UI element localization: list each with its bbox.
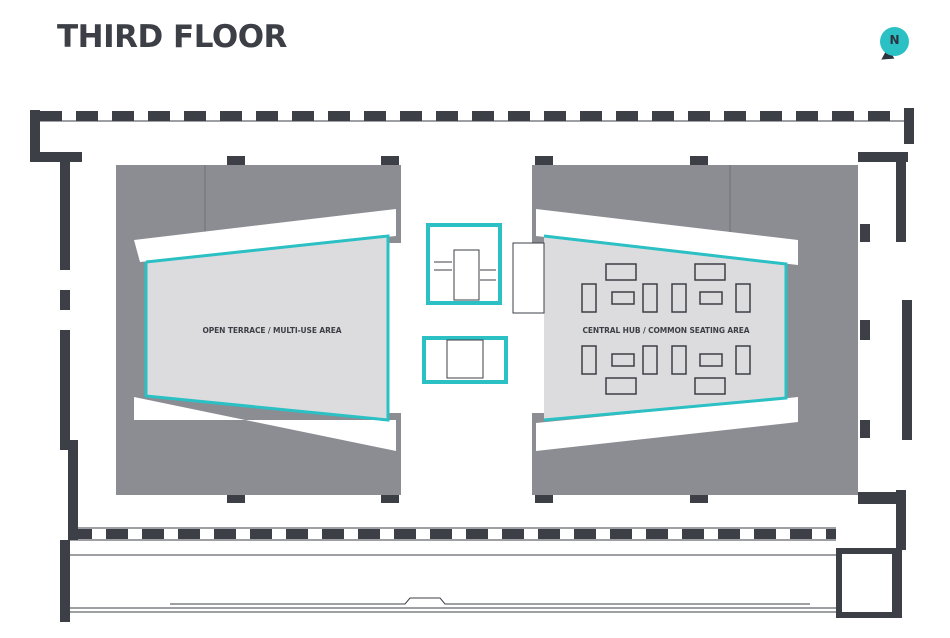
- lower-strip: [70, 554, 836, 613]
- outer-walls: [30, 108, 914, 622]
- hub-zone-label: CENTRAL HUB / COMMON SEATING AREA: [582, 326, 749, 335]
- structural-columns: [227, 156, 870, 503]
- terrace-zone: [134, 209, 396, 451]
- north-arrow-icon: N: [878, 25, 912, 65]
- north-arrow-disc: [880, 27, 909, 56]
- window-walls: [40, 111, 904, 541]
- seating-furniture: [581, 263, 751, 395]
- terrace-zone-label: OPEN TERRACE / MULTI-USE AREA: [202, 326, 341, 335]
- building-core: [422, 223, 545, 384]
- north-letter: N: [889, 33, 900, 47]
- floor-title: THIRD FLOOR: [57, 19, 287, 55]
- hub-zone: [536, 209, 798, 451]
